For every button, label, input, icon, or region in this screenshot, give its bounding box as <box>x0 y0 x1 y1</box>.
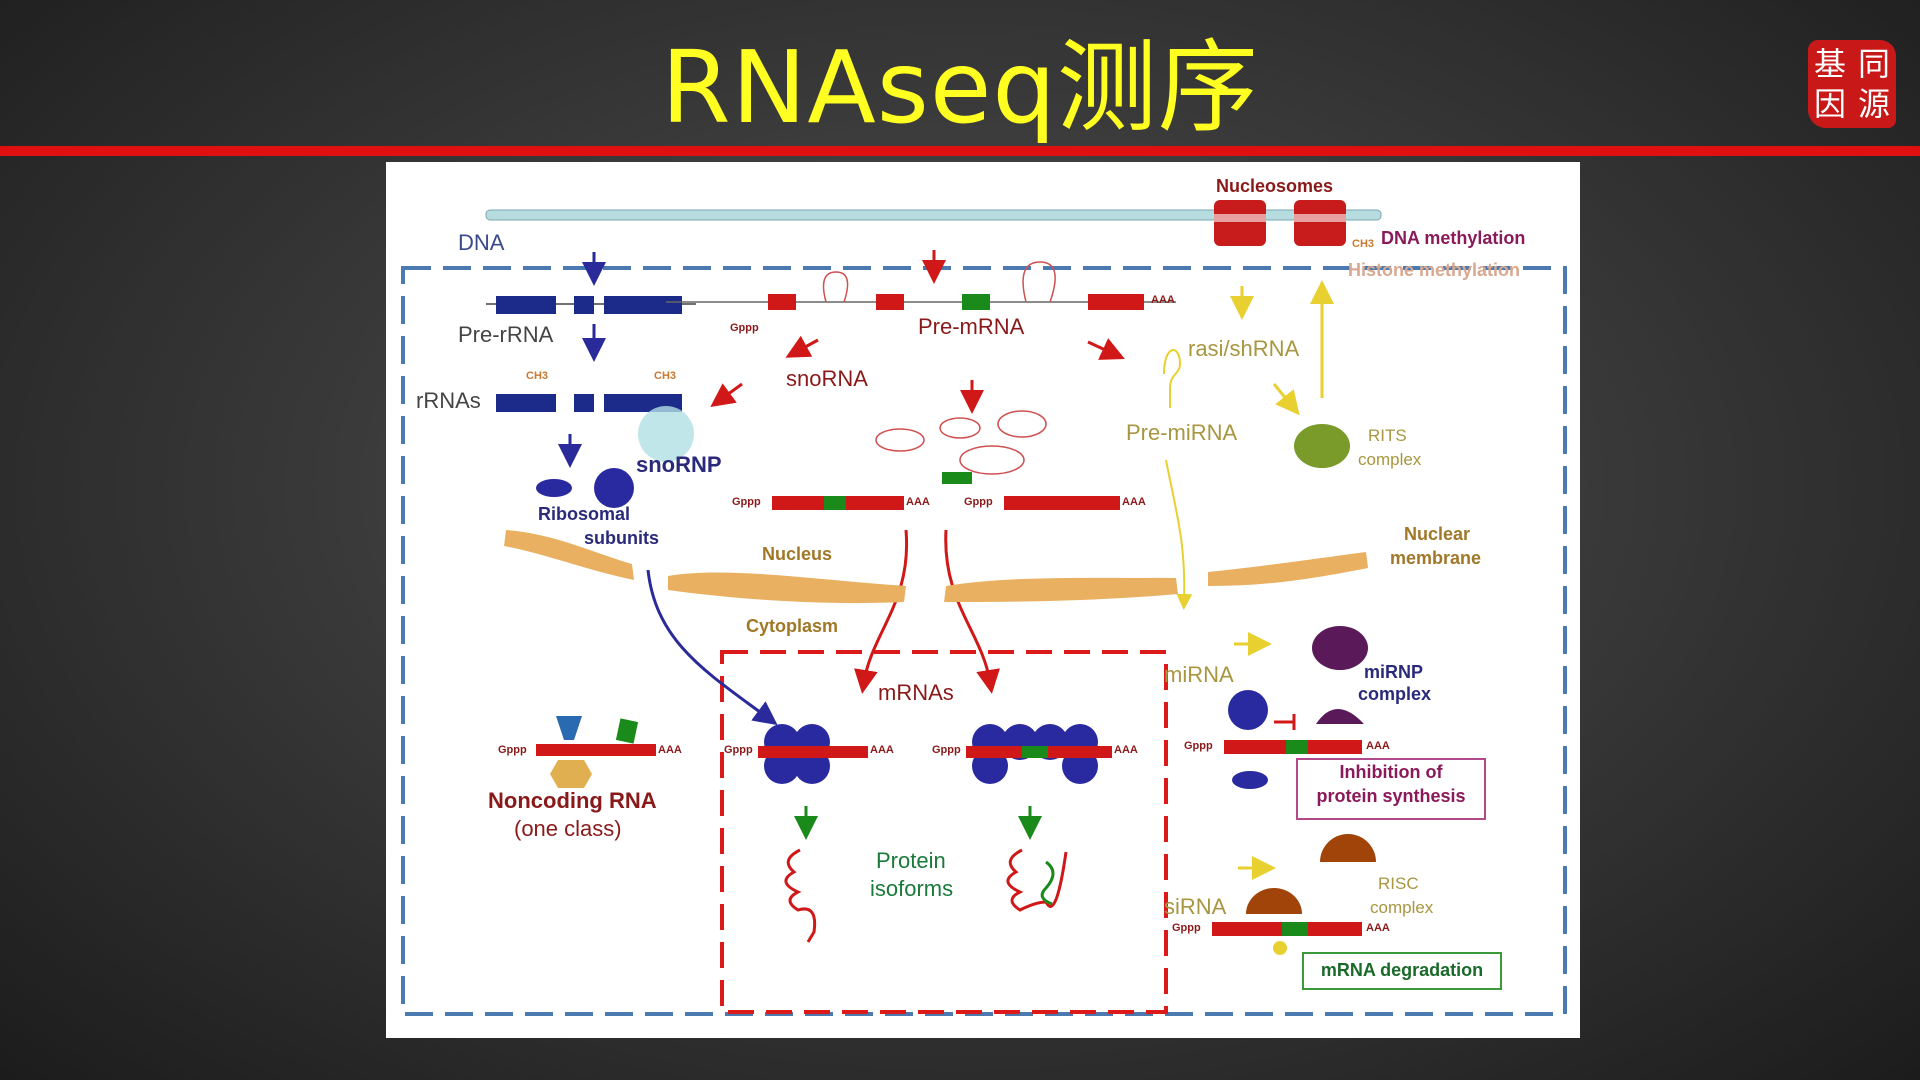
aaa-label: AAA <box>1366 922 1390 934</box>
ribosome-small <box>536 479 572 497</box>
inhibition-line1: Inhibition of <box>1339 762 1443 782</box>
gppp-label: Gppp <box>932 744 961 756</box>
nuclear-membrane <box>1208 552 1368 586</box>
rits-complex-label: complex <box>1358 450 1422 469</box>
protein-label: Protein <box>876 848 946 873</box>
membrane-label: membrane <box>1390 548 1482 568</box>
aaa-label: AAA <box>1151 294 1175 306</box>
nuclear-membrane <box>668 572 906 604</box>
exon <box>768 294 796 310</box>
cell-boundary <box>401 266 1567 1016</box>
seal-logo: 基 同 因 源 <box>1808 40 1896 128</box>
pre-rrna-label: Pre-rRNA <box>458 322 554 347</box>
seal-char: 基 <box>1813 45 1846 83</box>
mrnas-label: mRNAs <box>878 680 954 705</box>
gppp-label: Gppp <box>964 496 993 508</box>
rasi-shrna-label: rasi/shRNA <box>1188 336 1300 361</box>
rna-biology-diagram: DNA Nucleosomes CH3 DNA methylation Hist… <box>386 162 1580 1038</box>
risc-label: RISC <box>1378 874 1419 893</box>
nucleus-label: Nucleus <box>762 544 833 564</box>
nuclear-membrane <box>944 577 1178 602</box>
snorna-label: snoRNA <box>786 366 868 391</box>
aaa-label: AAA <box>1114 744 1138 756</box>
isoforms-label: isoforms <box>870 876 954 901</box>
exon <box>876 294 904 310</box>
rrna-block <box>604 296 682 314</box>
rrna-block <box>496 296 556 314</box>
noncoding-rna-label: Noncoding RNA <box>488 788 657 813</box>
ch3-label: CH3 <box>526 370 549 382</box>
rrna-block <box>496 394 556 412</box>
mirnp-complex-label: complex <box>1358 684 1432 704</box>
aaa-label: AAA <box>658 744 682 756</box>
snornp-shape <box>638 406 694 462</box>
mrna-strand <box>772 496 1120 510</box>
polysome <box>758 724 868 784</box>
sirna-label: siRNA <box>1164 894 1227 919</box>
seal-char: 同 <box>1857 45 1890 83</box>
rits-label: RITS <box>1368 426 1407 445</box>
seal-char: 源 <box>1857 85 1890 123</box>
snornp-label: snoRNP <box>636 452 722 477</box>
mrna-strand <box>1224 740 1362 754</box>
ribosome-large <box>1228 690 1268 730</box>
mirna-label: miRNA <box>1164 662 1234 687</box>
inhibition-line2: protein synthesis <box>1316 786 1466 806</box>
aaa-label: AAA <box>906 496 930 508</box>
seal-char: 因 <box>1813 85 1846 123</box>
rrnas-label: rRNAs <box>416 388 481 413</box>
pre-mirna-label: Pre-miRNA <box>1126 420 1238 445</box>
protein-isoform <box>784 848 817 943</box>
cytoplasm-label: Cytoplasm <box>746 616 839 636</box>
ribosome-large <box>594 468 634 508</box>
exon <box>962 294 990 310</box>
nuclear-label: Nuclear <box>1404 524 1471 544</box>
mrna-degradation-box: mRNA degradation <box>1302 952 1502 990</box>
mrna-strand <box>536 744 656 756</box>
gppp-label: Gppp <box>1184 740 1213 752</box>
polysome <box>966 724 1112 784</box>
histone-methylation-label: Histone methylation <box>1348 260 1521 280</box>
translation-box <box>720 650 1168 1014</box>
aaa-label: AAA <box>1122 496 1146 508</box>
subunits-label: subunits <box>584 528 659 548</box>
risc-complex-label: complex <box>1370 898 1434 917</box>
pre-mrna-label: Pre-mRNA <box>918 314 1025 339</box>
slide-title: RNAseq测序 <box>661 29 1259 146</box>
nucleosome <box>1214 200 1346 246</box>
ch3-label: CH3 <box>654 370 677 382</box>
gppp-label: Gppp <box>732 496 761 508</box>
gppp-label: Gppp <box>730 322 759 334</box>
arrow <box>944 529 1000 694</box>
dna-label: DNA <box>458 230 505 255</box>
noncoding-shape <box>556 716 582 740</box>
dna-methylation-label: DNA methylation <box>1381 228 1526 248</box>
dna-strand <box>485 209 1382 221</box>
rrna-block <box>574 394 594 412</box>
title-divider <box>0 146 1920 156</box>
diagram-graphics <box>401 200 1567 1016</box>
mirnp-complex <box>1312 626 1368 670</box>
noncoding-class-label: (one class) <box>514 816 622 841</box>
nucleosomes-label: Nucleosomes <box>1216 176 1334 196</box>
arrow <box>854 529 909 694</box>
mirnp-label: miRNP <box>1364 662 1424 682</box>
ch3-label: CH3 <box>1352 238 1375 250</box>
gppp-label: Gppp <box>1172 922 1201 934</box>
nuclear-membrane <box>504 530 634 580</box>
ribosomal-label: Ribosomal <box>538 504 631 524</box>
gppp-label: Gppp <box>498 744 527 756</box>
risc-complex <box>1320 834 1376 862</box>
arrow <box>646 569 778 726</box>
gppp-label: Gppp <box>724 744 753 756</box>
aaa-label: AAA <box>1366 740 1390 752</box>
ribosome-small <box>1232 771 1268 789</box>
protein-isoform <box>1006 848 1068 912</box>
mrna-strand <box>1212 922 1362 936</box>
rrna-block <box>574 296 594 314</box>
rits-complex <box>1294 424 1350 468</box>
exon <box>1088 294 1144 310</box>
inhibition-box: Inhibition of protein synthesis <box>1296 758 1486 820</box>
aaa-label: AAA <box>870 744 894 756</box>
